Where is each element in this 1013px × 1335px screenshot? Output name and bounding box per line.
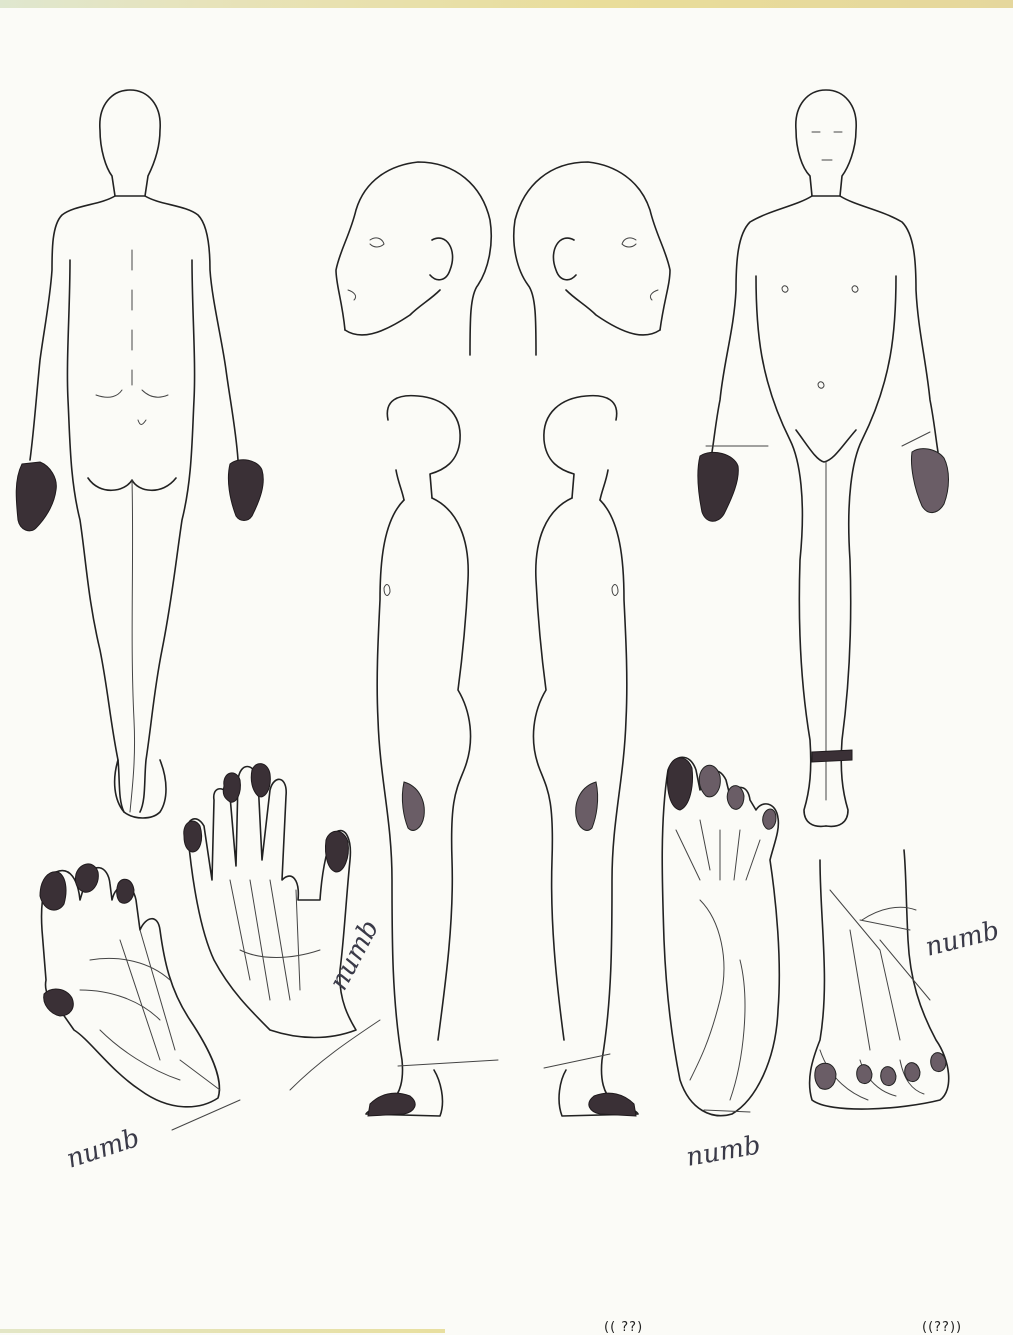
figure-front-view <box>698 90 949 826</box>
head-left-profile <box>336 162 491 355</box>
foot-sole-drawing <box>662 757 779 1115</box>
head-right-profile <box>514 162 670 355</box>
hand-dorsal-drawing <box>40 864 240 1130</box>
numb-note-hand-palm: numb <box>324 915 386 995</box>
figure-back-view <box>16 90 263 818</box>
numb-note-foot-top: numb <box>922 916 1002 963</box>
hand-palm-drawing <box>184 764 380 1090</box>
numb-note-foot-sole: numb <box>684 1130 763 1173</box>
figure-right-side-view <box>533 396 638 1116</box>
numb-note-hand-dorsal: numb <box>63 1123 143 1175</box>
bottom-decorative-strip <box>0 1329 445 1333</box>
figure-left-side-view <box>366 396 498 1116</box>
foot-top-drawing <box>810 850 949 1109</box>
